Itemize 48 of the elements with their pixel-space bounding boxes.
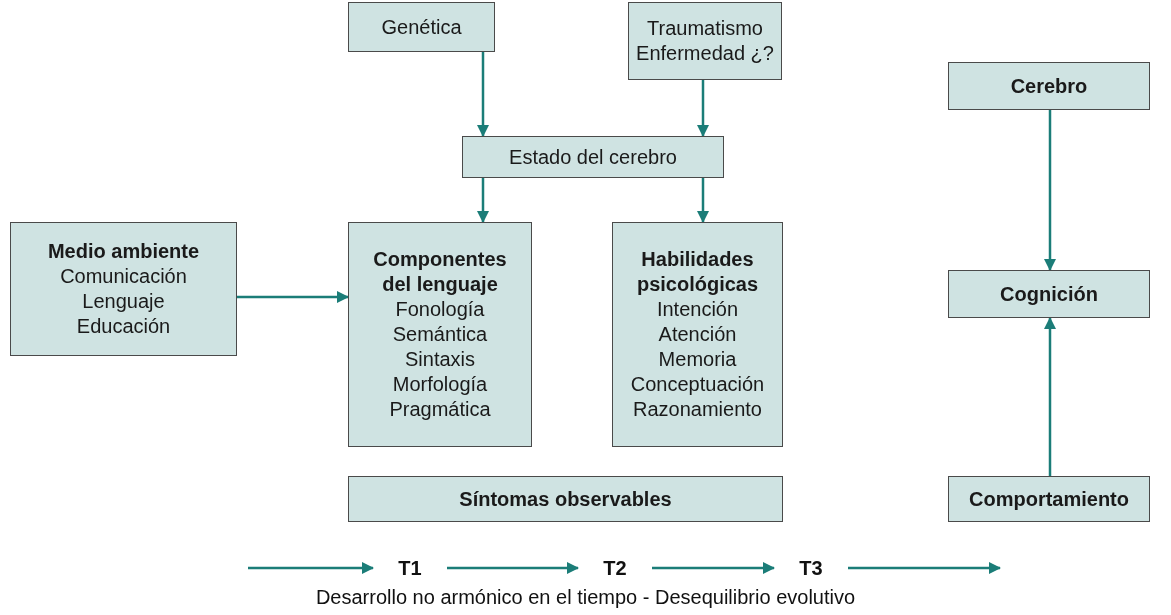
box-text: Educación: [76, 314, 171, 339]
box-heading: Medio ambiente: [47, 239, 200, 264]
arrow: [697, 80, 709, 137]
box-text: Lenguaje: [82, 289, 165, 314]
box-text: Traumatismo Enfermedad ¿?: [635, 16, 775, 66]
box-text: Intención: [656, 297, 739, 322]
process-box: [628, 2, 782, 80]
arrow: [477, 52, 489, 137]
process-box: [948, 476, 1150, 522]
box-heading: Cognición: [1000, 281, 1098, 307]
process-box: [462, 136, 724, 178]
time-label: T3: [786, 556, 836, 580]
box-text: Comunicación: [60, 264, 187, 289]
box-heading: Síntomas observables: [459, 486, 672, 512]
arrow: [1044, 110, 1056, 271]
box-text: Conceptuación: [630, 372, 765, 397]
box-heading: Componentes del lenguaje: [372, 247, 508, 297]
box-text: Estado del cerebro: [509, 144, 677, 170]
arrow: [447, 562, 579, 574]
time-label: T2: [590, 556, 640, 580]
box-heading: Habilidades psicológicas: [635, 247, 760, 297]
arrow: [697, 178, 709, 223]
caption: Desarrollo no armónico en el tiempo - Desequilibrio evolutivo: [314, 586, 857, 609]
time-label: T1: [385, 556, 435, 580]
box-text: Semántica: [392, 322, 488, 347]
process-box: [10, 222, 237, 356]
box-text: Sintaxis: [405, 347, 475, 372]
box-text: Fonología: [395, 297, 485, 322]
box-heading: Comportamiento: [969, 486, 1129, 512]
box-text: Genética: [381, 14, 462, 40]
process-box: [348, 2, 495, 52]
box-text: Pragmática: [389, 397, 491, 422]
process-box: [348, 222, 532, 447]
process-box: [948, 270, 1150, 318]
box-text: Razonamiento: [633, 397, 762, 422]
process-box: [348, 476, 783, 522]
arrow: [848, 562, 1001, 574]
process-box: [948, 62, 1150, 110]
box-text: Atención: [658, 322, 737, 347]
arrow: [237, 291, 349, 303]
box-text: Morfología: [392, 372, 488, 397]
arrow: [477, 178, 489, 223]
arrow: [1044, 317, 1056, 476]
arrow: [248, 562, 374, 574]
arrow: [652, 562, 775, 574]
box-text: Memoria: [658, 347, 737, 372]
box-heading: Cerebro: [1010, 73, 1088, 99]
process-box: [612, 222, 783, 447]
